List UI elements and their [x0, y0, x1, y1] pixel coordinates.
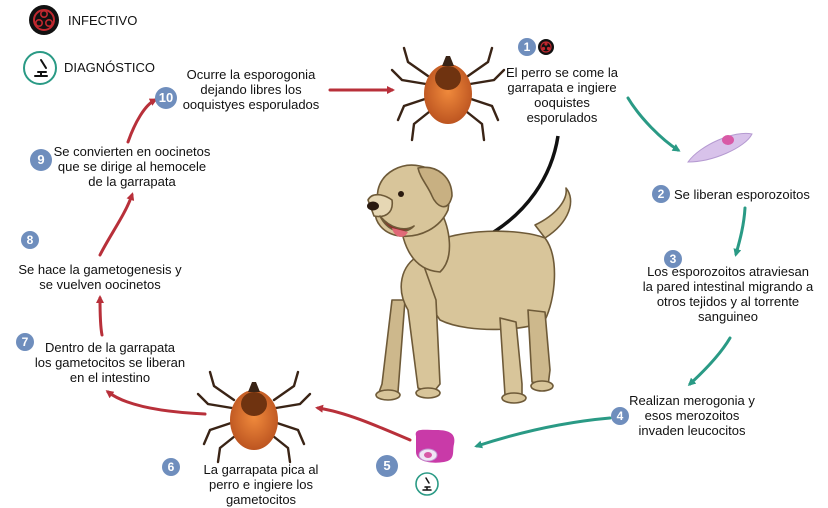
step-1-line-2: garrapata e ingiere — [492, 80, 632, 95]
step-1-line-1: El perro se come la — [492, 65, 632, 80]
step-7-line-1: Dentro de la garrapata — [20, 340, 200, 355]
step-3-line-1: Los esporozoitos atraviesan — [630, 264, 826, 279]
arrow-2-to-3 — [736, 208, 745, 254]
tick-top-illustration — [392, 48, 504, 140]
step-2-text: Se liberan esporozoitos — [674, 187, 810, 202]
legend-infective-label: INFECTIVO — [68, 13, 137, 28]
arrow-6-to-7 — [108, 392, 205, 414]
step-10-line-1: Ocurre la esporogonia — [176, 67, 326, 82]
step-9-line-3: de la garrapata — [46, 174, 218, 189]
step-4-line-3: invaden leucocitos — [612, 423, 772, 438]
arrow-5-to-6 — [318, 408, 410, 440]
step-8-text: Se hace la gametogenesis y se vuelven oo… — [8, 262, 192, 292]
step-9-text: Se convierten en oocinetos que se dirige… — [46, 144, 218, 189]
step-10-badge: 10 — [155, 87, 177, 109]
step-3-text: Los esporozoitos atraviesan la pared int… — [630, 264, 826, 324]
step-10-line-2: dejando libres los — [176, 82, 326, 97]
step-6-line-2: perro e ingiere los — [186, 477, 336, 492]
legend-diagnostic-label: DIAGNÓSTICO — [64, 60, 155, 75]
step-5-badge: 5 — [376, 455, 398, 477]
step-10-line-3: ooquistyes esporulados — [176, 97, 326, 112]
step-1-text: El perro se come la garrapata e ingiere … — [492, 65, 632, 125]
step-2-line-1: Se liberan esporozoitos — [674, 187, 810, 202]
microscope-small-icon — [416, 473, 438, 495]
step-6-line-3: gametocitos — [186, 492, 336, 507]
step-9-line-1: Se convierten en oocinetos — [46, 144, 218, 159]
dog-illustration — [367, 165, 571, 403]
step-9-line-2: que se dirige al hemocele — [46, 159, 218, 174]
step-1-badge: 1 — [518, 38, 536, 56]
step-6-badge: 6 — [162, 458, 180, 476]
arrow-9-to-10 — [128, 100, 155, 142]
step-6-text: La garrapata pica al perro e ingiere los… — [186, 462, 336, 507]
leukocyte-illustration — [416, 430, 455, 463]
step-3-line-3: otros tejidos y al torrente — [630, 294, 826, 309]
step-7-line-3: en el intestino — [20, 370, 200, 385]
sporozoite-illustration — [688, 133, 752, 162]
biohazard-small-icon — [538, 39, 554, 55]
arrow-1-to-2 — [628, 98, 678, 150]
step-6-line-1: La garrapata pica al — [186, 462, 336, 477]
arrow-3-to-4 — [690, 338, 730, 384]
arrow-8-to-9 — [100, 195, 132, 255]
tick-bottom-illustration — [198, 372, 310, 462]
step-7-text: Dentro de la garrapata los gametocitos s… — [20, 340, 200, 385]
step-1-line-3: ooquistes — [492, 95, 632, 110]
step-8-badge: 8 — [21, 231, 39, 249]
step-8-line-1: Se hace la gametogenesis y — [8, 262, 192, 277]
microscope-icon — [24, 52, 56, 84]
step-4-text: Realizan merogonia y esos merozoitos inv… — [612, 393, 772, 438]
arrow-4-to-5 — [477, 418, 610, 446]
step-4-line-1: Realizan merogonia y — [612, 393, 772, 408]
step-10-text: Ocurre la esporogonia dejando libres los… — [176, 67, 326, 112]
step-1-line-4: esporulados — [492, 110, 632, 125]
arrow-7-to-8 — [100, 298, 102, 335]
step-4-line-2: esos merozoitos — [612, 408, 772, 423]
step-3-line-2: la pared intestinal migrando a — [630, 279, 826, 294]
step-8-line-2: se vuelven oocinetos — [8, 277, 192, 292]
step-2-badge: 2 — [652, 185, 670, 203]
biohazard-icon — [29, 5, 59, 35]
step-3-line-4: sanguineo — [630, 309, 826, 324]
step-7-line-2: los gametocitos se liberan — [20, 355, 200, 370]
